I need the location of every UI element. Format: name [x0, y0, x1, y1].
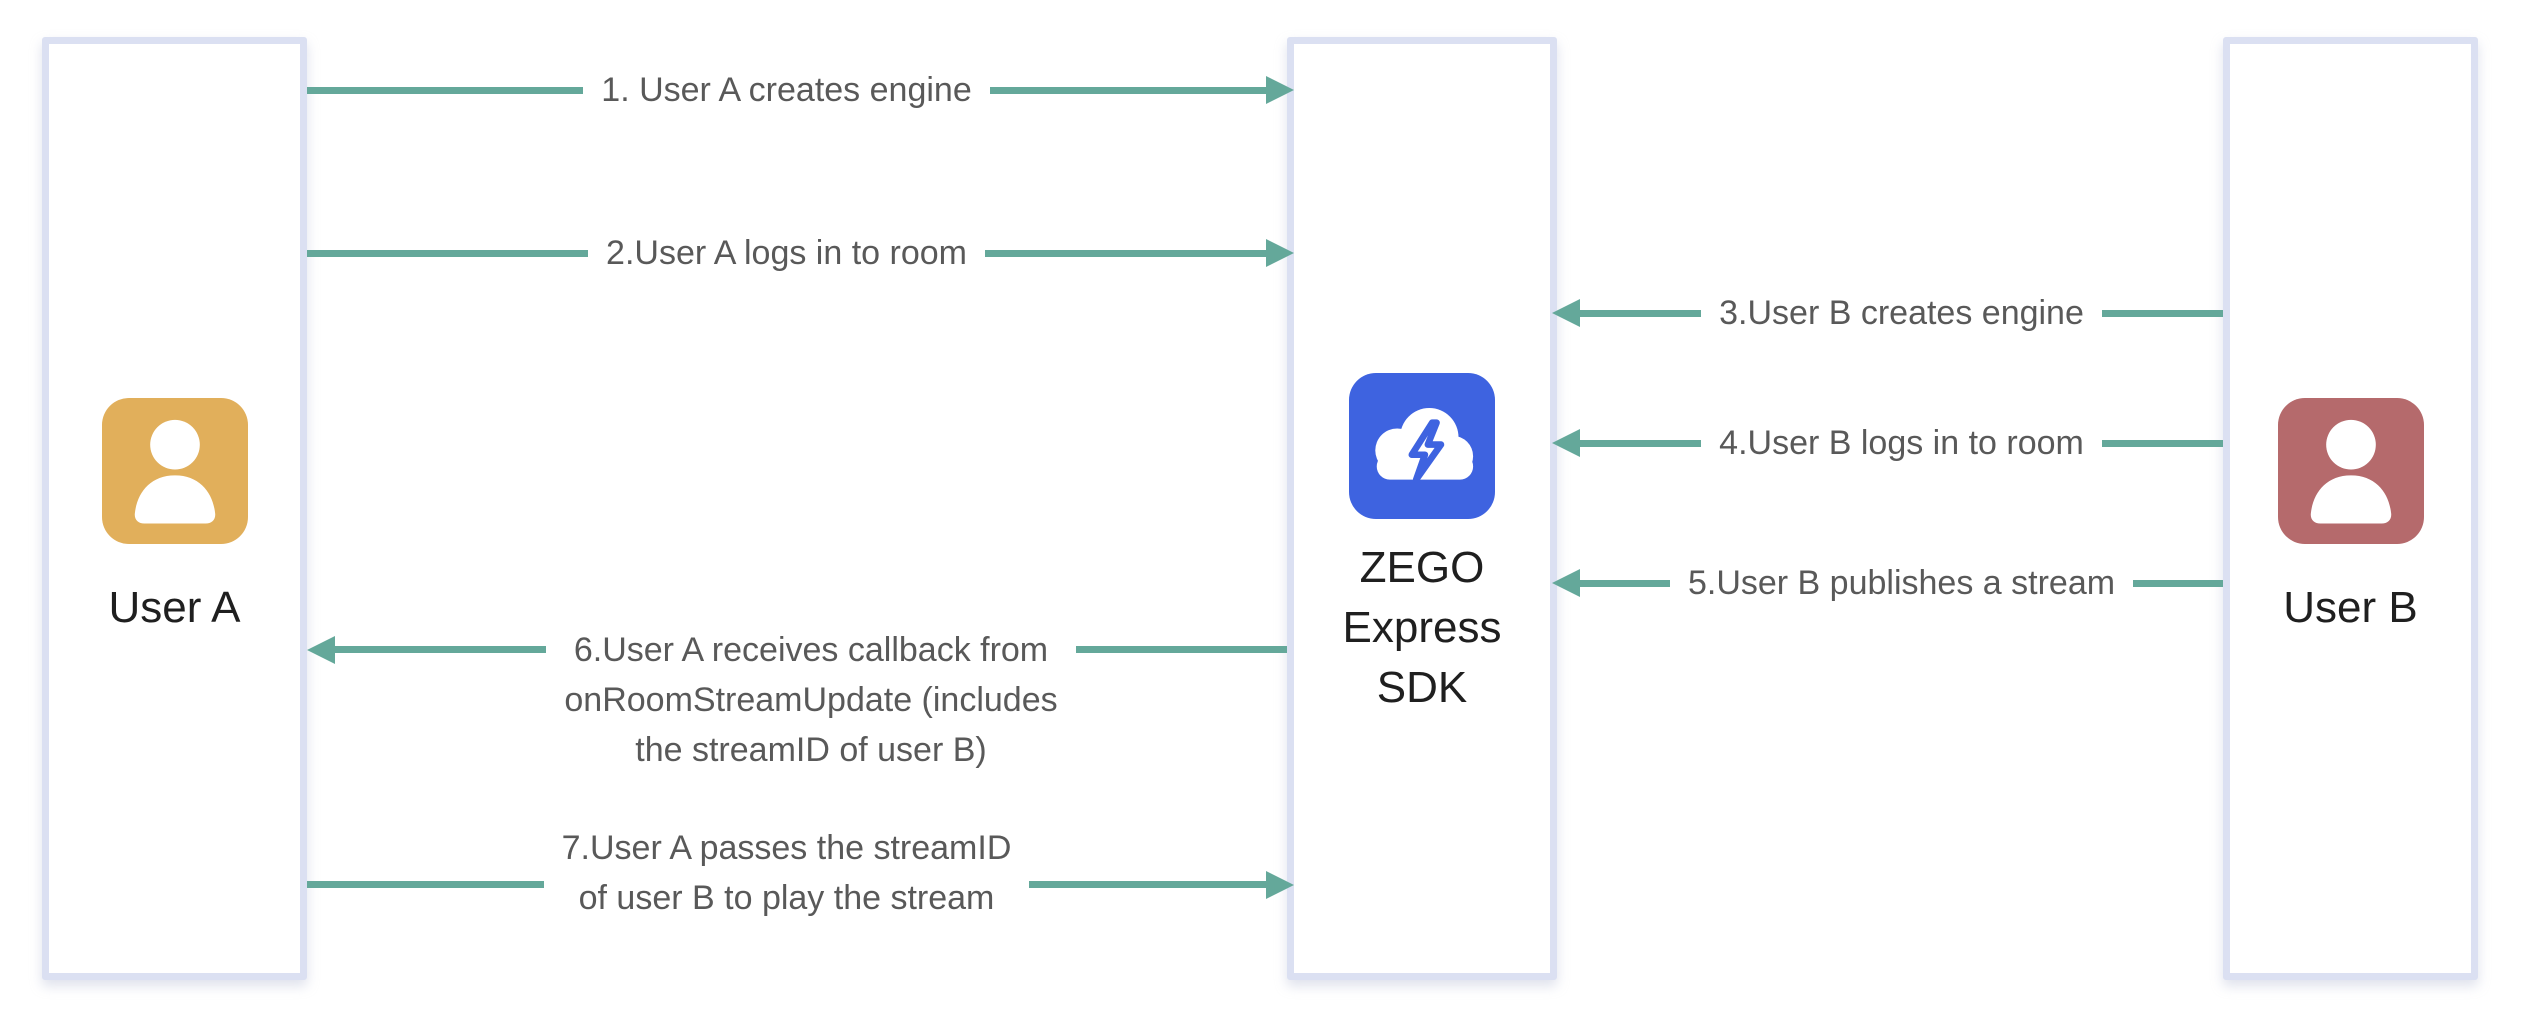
arrow-right-icon [1029, 881, 1267, 888]
message-2-label: 2.User A logs in to room [606, 234, 967, 272]
arrow-right-icon [989, 86, 1267, 94]
entity-label-zego-express-sdk: ZEGO Express SDK [1342, 543, 1502, 712]
message-6-label: 6.User A receives callback from onRoomSt… [564, 631, 1058, 769]
message-5-publish-stream: 5.User B publishes a stream [1552, 561, 2224, 605]
lifeline-user-a: User A [42, 37, 307, 980]
arrow-line [1075, 646, 1287, 653]
message-2-login-room: 2.User A logs in to room [307, 231, 1294, 275]
cloud-lightning-icon [1349, 373, 1495, 519]
message-7-play-stream: 7.User A passes the streamID of user B t… [307, 823, 1294, 933]
message-7-label: 7.User A passes the streamID of user B t… [561, 829, 1012, 917]
message-5-label: 5.User B publishes a stream [1687, 564, 2116, 602]
message-4-login-room: 4.User B logs in to room [1552, 421, 2224, 465]
message-1-label: 1. User A creates engine [601, 71, 972, 109]
user-a-person-icon [101, 398, 248, 544]
message-3-create-engine: 3.User B creates engine [1552, 291, 2224, 335]
user-b-person-icon [2277, 398, 2424, 544]
arrow-left-icon [1580, 439, 1702, 447]
lifeline-user-b: User B [2223, 37, 2478, 980]
arrow-left-icon [335, 646, 547, 653]
entity-label-user-b: User B [2283, 583, 2418, 632]
arrow-right-icon [984, 249, 1267, 257]
message-4-label: 4.User B logs in to room [1719, 424, 2084, 462]
arrow-line [2101, 309, 2224, 317]
arrow-line [2101, 439, 2224, 447]
arrow-line [2133, 579, 2224, 587]
message-6-stream-update-callback: 6.User A receives callback from onRoomSt… [307, 625, 1287, 785]
entity-label-user-a: User A [108, 583, 241, 632]
lifeline-zego-express-sdk: ZEGO Express SDK [1287, 37, 1557, 980]
arrow-line [307, 86, 584, 94]
arrow-line [307, 881, 544, 888]
message-3-label: 3.User B creates engine [1719, 294, 2084, 332]
arrow-left-icon [1580, 579, 1670, 587]
arrow-line [307, 249, 589, 257]
message-1-create-engine: 1. User A creates engine [307, 68, 1294, 112]
arrow-left-icon [1580, 309, 1702, 317]
